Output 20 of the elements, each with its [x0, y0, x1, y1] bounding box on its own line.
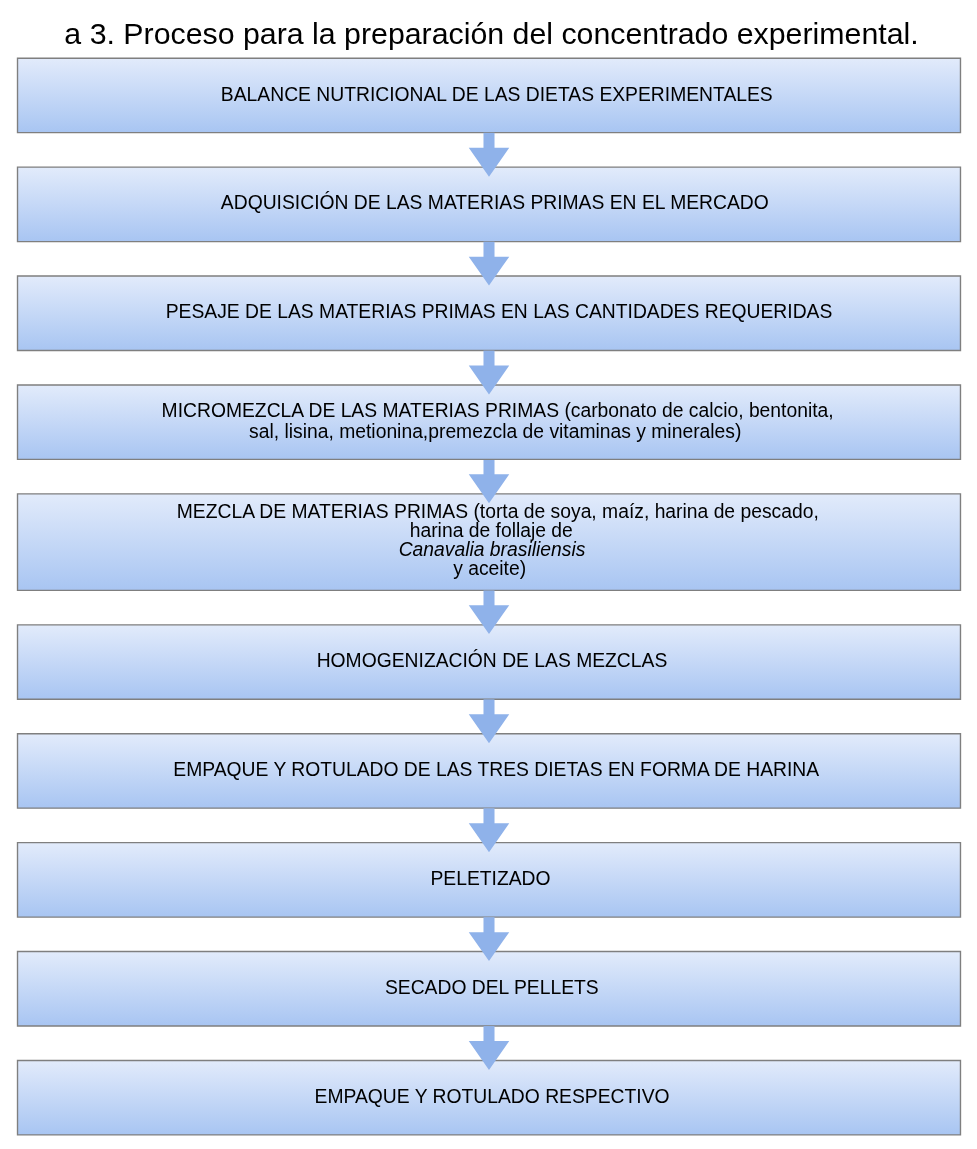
node-box: ADQUISICIÓN DE LAS MATERIAS PRIMAS EN EL MERCADO: [16, 166, 961, 243]
node-box: PELETIZADO: [16, 841, 961, 918]
arrow: [468, 917, 509, 962]
arrow: [468, 1026, 509, 1071]
arrow: [468, 699, 509, 744]
node-box: BALANCE NUTRICIONAL DE LAS DIETAS EXPERIMENTALES: [16, 57, 961, 134]
arrow: [468, 460, 509, 504]
arrow: [468, 808, 509, 853]
node-box: MEZCLA DE MATERIAS PRIMAS (torta de soya, maíz, harina de pescado, harina de follaje de Canavalia brasiliensis y aceite): [16, 493, 961, 592]
node-box: PESAJE DE LAS MATERIAS PRIMAS EN LAS CANTIDADES REQUERIDAS: [16, 275, 961, 352]
node-box: SECADO DEL PELLETS: [16, 950, 961, 1027]
arrow: [468, 132, 509, 177]
arrow: [468, 350, 509, 395]
node-box: HOMOGENIZACIÓN DE LAS MEZCLAS: [16, 624, 961, 700]
arrow: [468, 590, 509, 635]
arrow: [468, 241, 509, 286]
node-box: MICROMEZCLA DE LAS MATERIAS PRIMAS (carbonato de calcio, bentonita, sal, lisina, metionina,premezcla de vitaminas y minerales): [16, 384, 961, 461]
node-box: EMPAQUE Y ROTULADO DE LAS TRES DIETAS EN FORMA DE HARINA: [16, 733, 961, 809]
diagram-title: a 3. Proceso para la preparación del concentrado experimental.: [63, 16, 919, 50]
node-box: EMPAQUE Y ROTULADO RESPECTIVO: [16, 1059, 961, 1136]
